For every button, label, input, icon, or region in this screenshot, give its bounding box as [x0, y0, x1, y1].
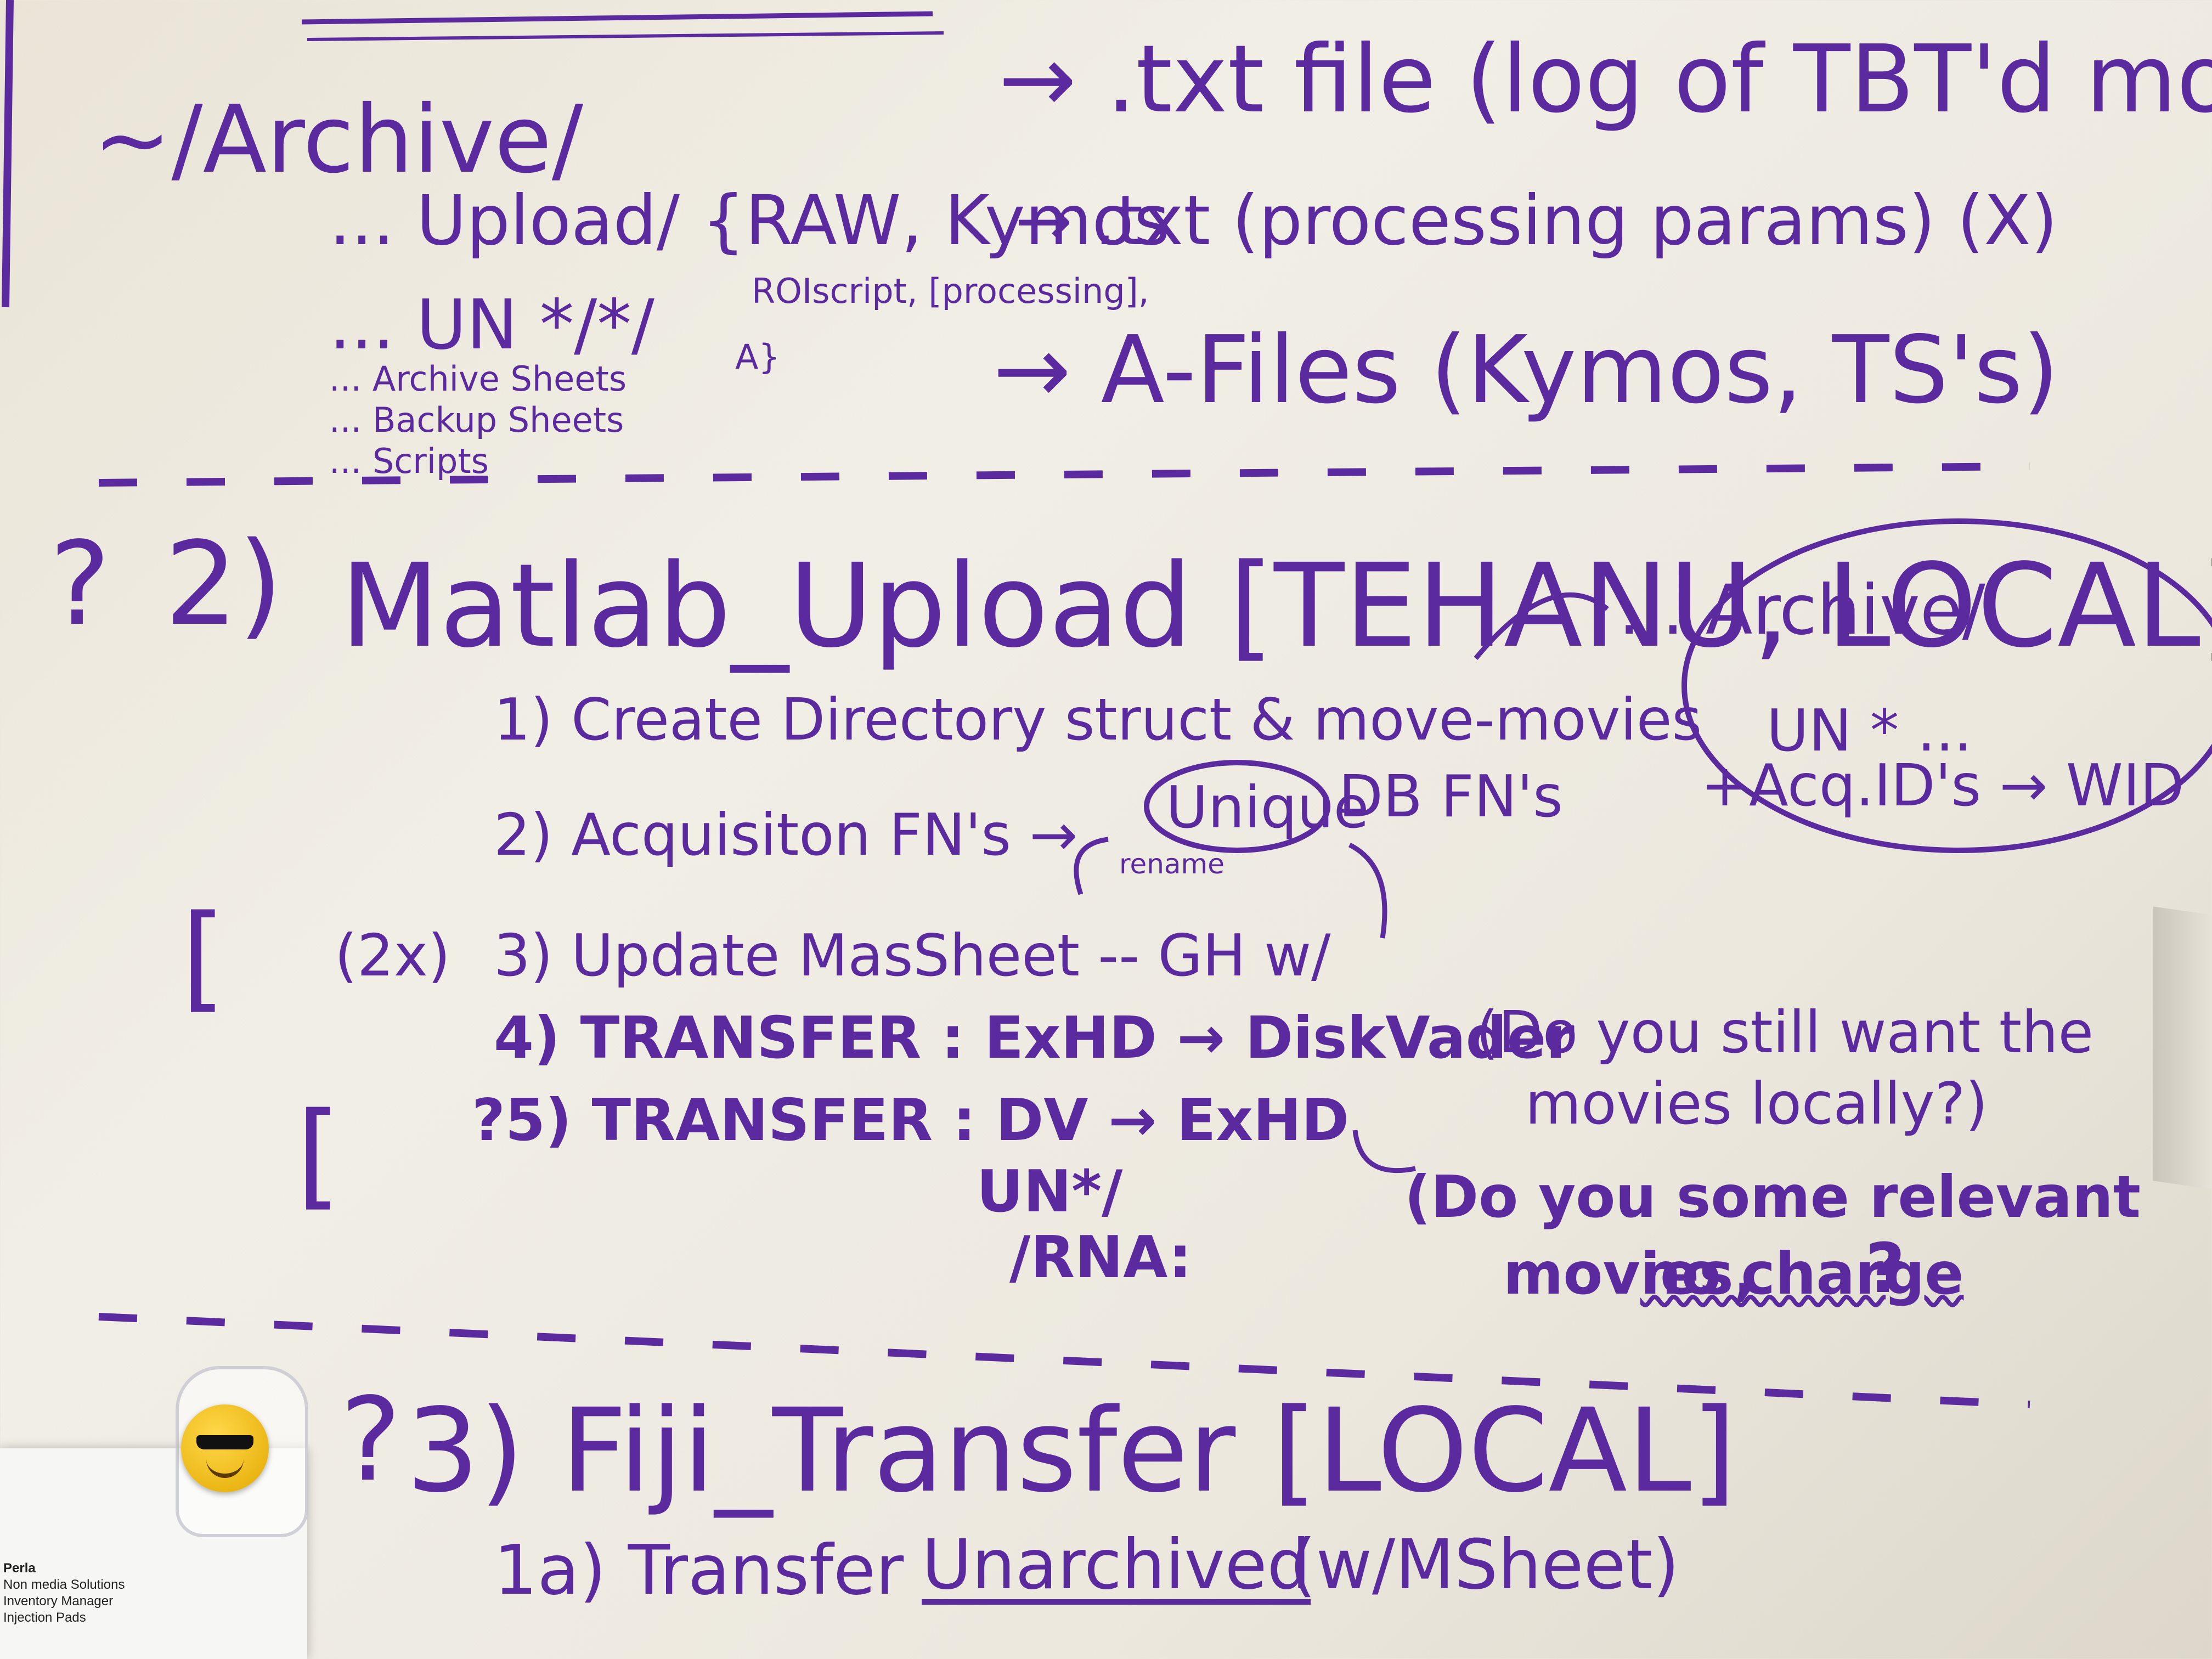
rename-label: rename [1119, 848, 1225, 880]
question-relevant: (Do you some relevant [1404, 1164, 2141, 1231]
rna-label: /RNA: [1009, 1224, 1192, 1291]
pinned-photo-edge [2153, 906, 2212, 1189]
step-acquisition: 2) Acquisiton FN's → [494, 802, 1078, 868]
archive-sheets: ... Archive Sheets [329, 359, 627, 399]
step-transfer-exhd: 4) TRANSFER : ExHD → DiskVader [494, 1005, 1575, 1071]
txt-log-line: → .txt file (log of TBT'd movi [998, 25, 2212, 134]
section2-number: 2) [165, 517, 283, 651]
with-msheet-label: (w/MSheet) [1289, 1525, 1680, 1605]
a-brace: A} [735, 337, 780, 377]
step-transfer-unarchived: 1a) Transfer [494, 1531, 904, 1610]
roi-script: ROIscript, [processing], [752, 271, 1149, 311]
archive-bubble-un: UN * ... [1767, 697, 1972, 764]
archive-bubble-acq: +Acq.ID's → WID [1701, 752, 2185, 819]
no-charge-label: no charge [1640, 1240, 1964, 1307]
archive-bubble-title: ... Archive/ [1618, 571, 1985, 650]
un-label: UN*/ [977, 1158, 1123, 1225]
section2-title: Matlab_Upload [TEHANU, LOCAL] [340, 539, 2212, 673]
backup-sheets: ... Backup Sheets [329, 400, 624, 440]
bracket-marker-1: [ [181, 890, 226, 1024]
un-folder: ... UN */*/ [329, 285, 654, 365]
upload-folder: ... Upload/ {RAW, Kymos [329, 181, 1170, 261]
note-line-3: Inventory Manager [3, 1594, 114, 1609]
section3-question: ? [340, 1373, 402, 1507]
note-line-2: Non media Solutions [3, 1577, 125, 1592]
step-transfer-dv: ?5) TRANSFER : DV → ExHD [472, 1087, 1350, 1154]
archive-path: ~/Archive/ [93, 86, 584, 194]
note-line-1: Perla [3, 1561, 36, 1576]
question-relevant-2: movies, [1503, 1240, 1756, 1307]
section2-question: ? [49, 517, 111, 651]
smiley-magnet-icon [181, 1404, 269, 1492]
note-line-4: Injection Pads [3, 1610, 86, 1625]
question-locally: (Do you still want the [1476, 999, 2094, 1066]
a-files-line: → A-Files (Kymos, TS's) [993, 316, 2059, 425]
step-create-directory: 1) Create Directory struct & move-movies [494, 686, 1702, 753]
bracket-marker-2: [ [296, 1087, 341, 1222]
scripts-folder: ... Scripts [329, 441, 489, 481]
section3-title: 3) Fiji_Transfer [LOCAL] [406, 1384, 1736, 1518]
question-locally-2: movies locally?) [1525, 1070, 1988, 1137]
unarchived-label: Unarchived [922, 1525, 1311, 1605]
txt-params-line: → .txt (processing params) (X) [1015, 181, 2058, 261]
twice-marker: (2x) [335, 922, 450, 989]
step-update-massheet: 3) Update MasSheet -- GH w/ [494, 922, 1331, 989]
question-mark: ? [1865, 1229, 1905, 1308]
unique-label: Unique [1166, 774, 1369, 841]
db-fn-label: DB FN's [1339, 763, 1563, 830]
